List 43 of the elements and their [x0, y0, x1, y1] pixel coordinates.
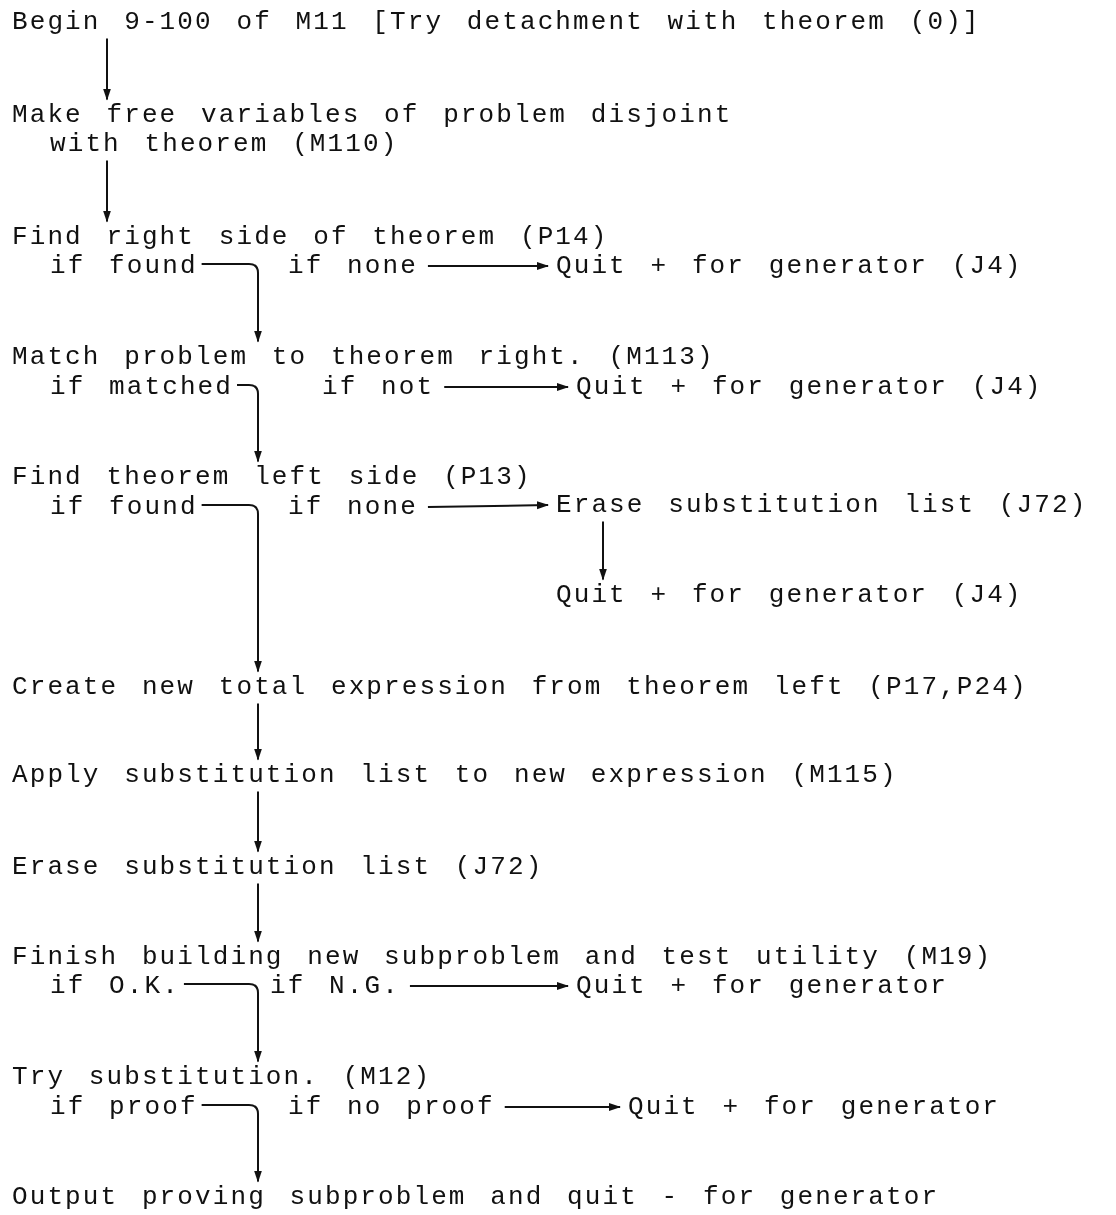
step-text: Output proving subproblem and quit - for generator	[12, 1182, 940, 1212]
step-text: Find right side of theorem (P14)	[12, 222, 609, 252]
arrow	[503, 1103, 621, 1111]
arrow	[182, 983, 262, 1063]
step-text: Make free variables of problem disjoint with theorem (M110)	[12, 100, 742, 159]
branch-label: if not	[322, 372, 435, 402]
arrow	[200, 504, 262, 673]
branch-label: if none	[288, 251, 418, 281]
branch-label: if matched	[50, 372, 234, 402]
branch-label: if found	[50, 251, 198, 281]
exit-text: Quit + for generator (J4)	[556, 580, 1023, 610]
arrow	[254, 790, 262, 853]
exit-text: Quit + for generator (J4)	[576, 372, 1043, 402]
exit-text: Quit + for generator (J4)	[556, 251, 1023, 281]
arrow	[426, 501, 549, 510]
step-text: Finish building new subproblem and test utility (M19)	[12, 942, 993, 972]
arrow	[200, 263, 262, 343]
arrow	[200, 1104, 262, 1183]
arrow	[443, 383, 569, 391]
step-text: Try substitution. (M12)	[12, 1062, 432, 1092]
arrow	[103, 37, 111, 101]
branch-label: if none	[288, 492, 418, 522]
arrow	[103, 159, 111, 223]
branch-label: if proof	[50, 1092, 198, 1122]
branch-label: if N.G.	[270, 971, 400, 1001]
exit-text: Quit + for generator	[628, 1092, 1001, 1122]
step-text: Find theorem left side (P13)	[12, 462, 532, 492]
arrow	[254, 882, 262, 943]
arrow	[408, 982, 569, 990]
arrow	[599, 520, 607, 581]
branch-label: if O.K.	[50, 971, 180, 1001]
step-text: Match problem to theorem right. (M113)	[12, 342, 715, 372]
step-text: Begin 9-100 of M11 [Try detachment with theorem (0)]	[12, 7, 981, 37]
step-text: Erase substitution list (J72)	[556, 490, 1088, 520]
step-text: Apply substitution list to new expression (M115)	[12, 760, 898, 790]
arrow	[236, 384, 262, 463]
branch-label: if no proof	[288, 1092, 495, 1122]
step-text: Create new total expression from theorem left (P17,P24)	[12, 672, 1028, 702]
arrow	[254, 702, 262, 761]
branch-label: if found	[50, 492, 198, 522]
arrow	[426, 262, 549, 270]
exit-text: Quit + for generator	[576, 971, 949, 1001]
step-text: Erase substitution list (J72)	[12, 852, 544, 882]
